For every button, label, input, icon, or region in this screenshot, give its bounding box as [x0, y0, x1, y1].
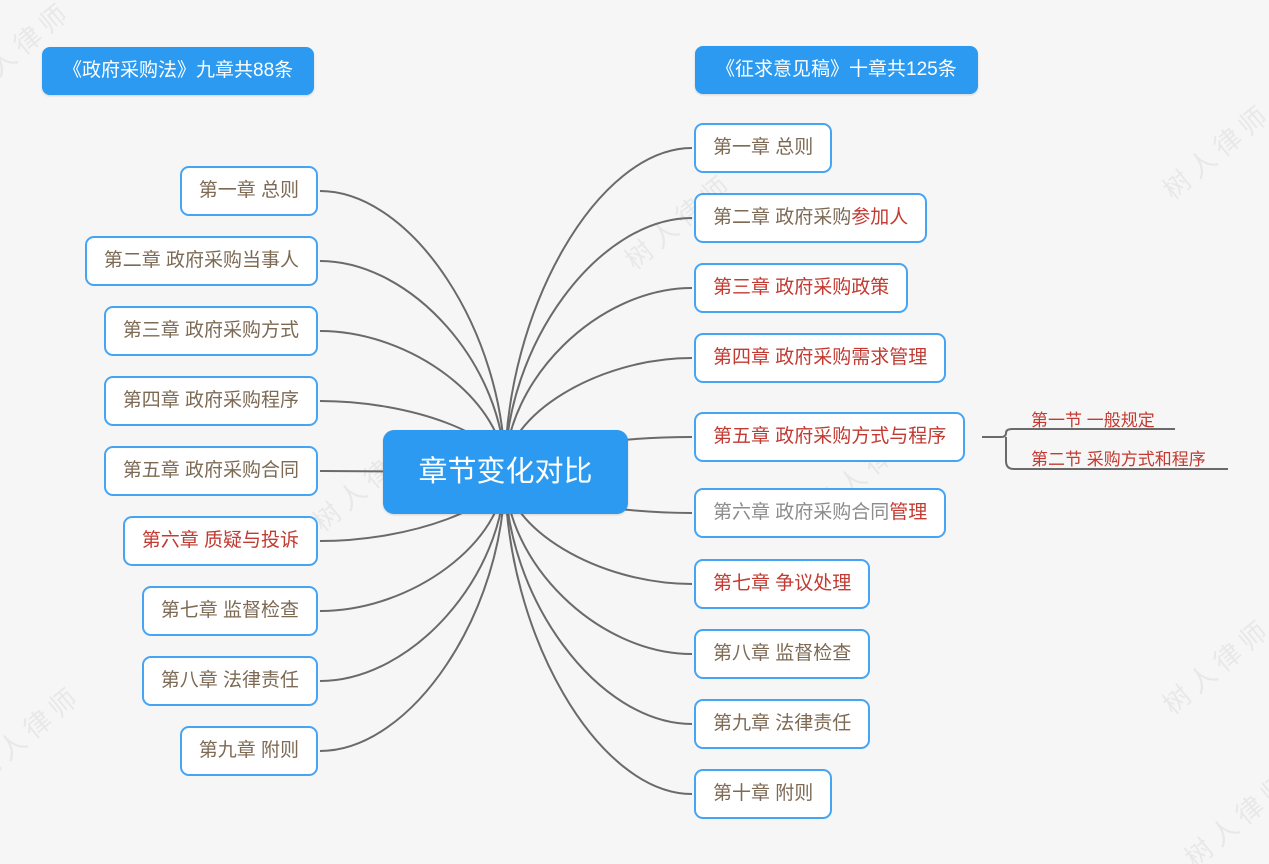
- connector-right-10: [504, 471, 693, 795]
- left-chapter-8[interactable]: 第八章 法律责任: [141, 656, 318, 706]
- right-chapter-7[interactable]: 第七章 争议处理: [694, 559, 871, 609]
- chapter-highlight: 管理: [889, 502, 928, 523]
- left-chapter-7[interactable]: 第七章 监督检查: [141, 586, 318, 636]
- connector-right-1: [504, 147, 693, 473]
- right-chapter-6[interactable]: 第六章 政府采购合同管理: [694, 488, 947, 538]
- right-chapter-3[interactable]: 第三章 政府采购政策: [694, 263, 909, 313]
- chapter-label: 第九章 附则: [198, 740, 299, 761]
- chapter-highlight: 第六章 质疑与投诉: [141, 530, 299, 551]
- chapter-label: 第九章 法律责任: [713, 713, 852, 734]
- chapter-label: 第一章 总则: [198, 180, 299, 201]
- chapter-highlight: 第三章 政府采购政策: [713, 277, 890, 298]
- chapter-label: 第七章 监督检查: [160, 600, 299, 621]
- left-chapter-2[interactable]: 第二章 政府采购当事人: [84, 236, 318, 286]
- chapter-label: 第四章 政府采购程序: [122, 390, 299, 411]
- root-node[interactable]: 章节变化对比: [383, 430, 628, 514]
- connector-right-2: [504, 217, 693, 473]
- subsection-2[interactable]: 第二节 采购方式和程序: [1031, 450, 1206, 469]
- chapter-label: 第八章 法律责任: [160, 670, 299, 691]
- legend-old-law[interactable]: 《政府采购法》九章共88条: [42, 47, 315, 95]
- chapter-label: 第一章 总则: [713, 137, 814, 158]
- chapter-highlight: 参加人: [851, 207, 909, 228]
- chapter-label: 第十章 附则: [713, 783, 814, 804]
- left-chapter-9[interactable]: 第九章 附则: [179, 726, 318, 776]
- right-chapter-9[interactable]: 第九章 法律责任: [694, 699, 871, 749]
- chapter-highlight: 第五章 政府采购方式与程序: [713, 426, 947, 447]
- chapter-highlight: 第四章 政府采购需求管理: [713, 347, 928, 368]
- chapter-label: 第五章 政府采购合同: [122, 460, 299, 481]
- left-chapter-1[interactable]: 第一章 总则: [179, 166, 318, 216]
- connector-left-1: [319, 190, 506, 473]
- right-chapter-5[interactable]: 第五章 政府采购方式与程序: [694, 412, 966, 462]
- chapter-label: 第二章 政府采购: [713, 207, 852, 228]
- connector-left-9: [319, 471, 506, 752]
- connector-right-9: [504, 471, 693, 725]
- chapter-highlight: 第七章 争议处理: [713, 573, 852, 594]
- connector-sub-1-underline: [1000, 428, 1175, 438]
- left-chapter-6[interactable]: 第六章 质疑与投诉: [122, 516, 318, 566]
- connector-sub-2-underline: [1005, 437, 1228, 470]
- chapter-label: 第二章 政府采购当事人: [103, 250, 299, 271]
- legend-draft[interactable]: 《征求意见稿》十章共125条: [695, 46, 978, 94]
- chapter-label: 第六章 政府采购合同: [713, 502, 890, 523]
- chapter-label: 第八章 监督检查: [713, 643, 852, 664]
- right-chapter-1[interactable]: 第一章 总则: [694, 123, 833, 173]
- right-chapter-10[interactable]: 第十章 附则: [694, 769, 833, 819]
- right-chapter-4[interactable]: 第四章 政府采购需求管理: [694, 333, 947, 383]
- chapter-label: 第三章 政府采购方式: [122, 320, 299, 341]
- subsection-1[interactable]: 第一节 一般规定: [1031, 411, 1155, 430]
- right-chapter-8[interactable]: 第八章 监督检查: [694, 629, 871, 679]
- left-chapter-4[interactable]: 第四章 政府采购程序: [103, 376, 318, 426]
- right-chapter-2[interactable]: 第二章 政府采购参加人: [694, 193, 928, 243]
- left-chapter-3[interactable]: 第三章 政府采购方式: [103, 306, 318, 356]
- left-chapter-5[interactable]: 第五章 政府采购合同: [103, 446, 318, 496]
